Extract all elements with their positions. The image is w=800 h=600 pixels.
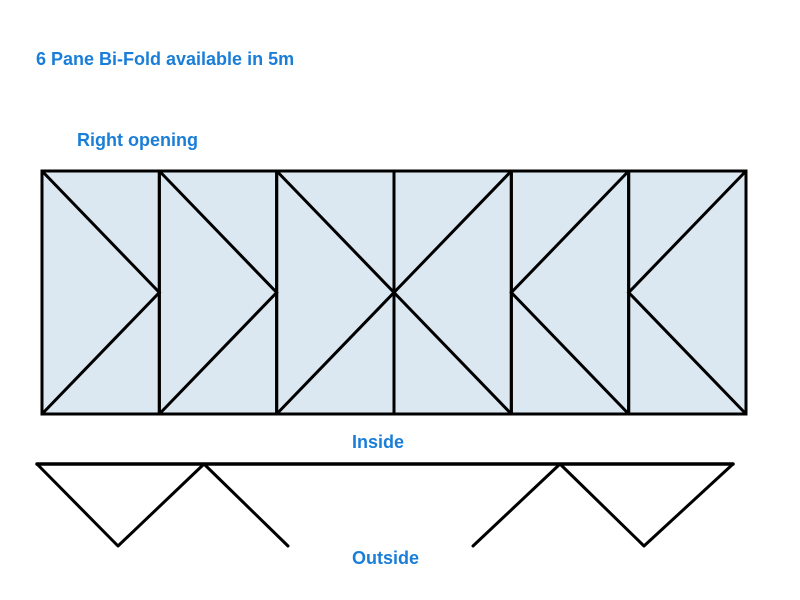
fold-leaf-right-group [471,462,735,548]
inside-label: Inside [352,432,405,452]
opening-direction-label: Right opening [77,130,198,150]
diagram-title: 6 Pane Bi-Fold available in 5m [36,49,295,69]
fold-leaf-left-group [35,462,290,548]
pane-6 [627,169,748,416]
door-plan-view [35,462,735,548]
door-elevation [40,169,748,416]
outside-label: Outside [352,548,420,568]
